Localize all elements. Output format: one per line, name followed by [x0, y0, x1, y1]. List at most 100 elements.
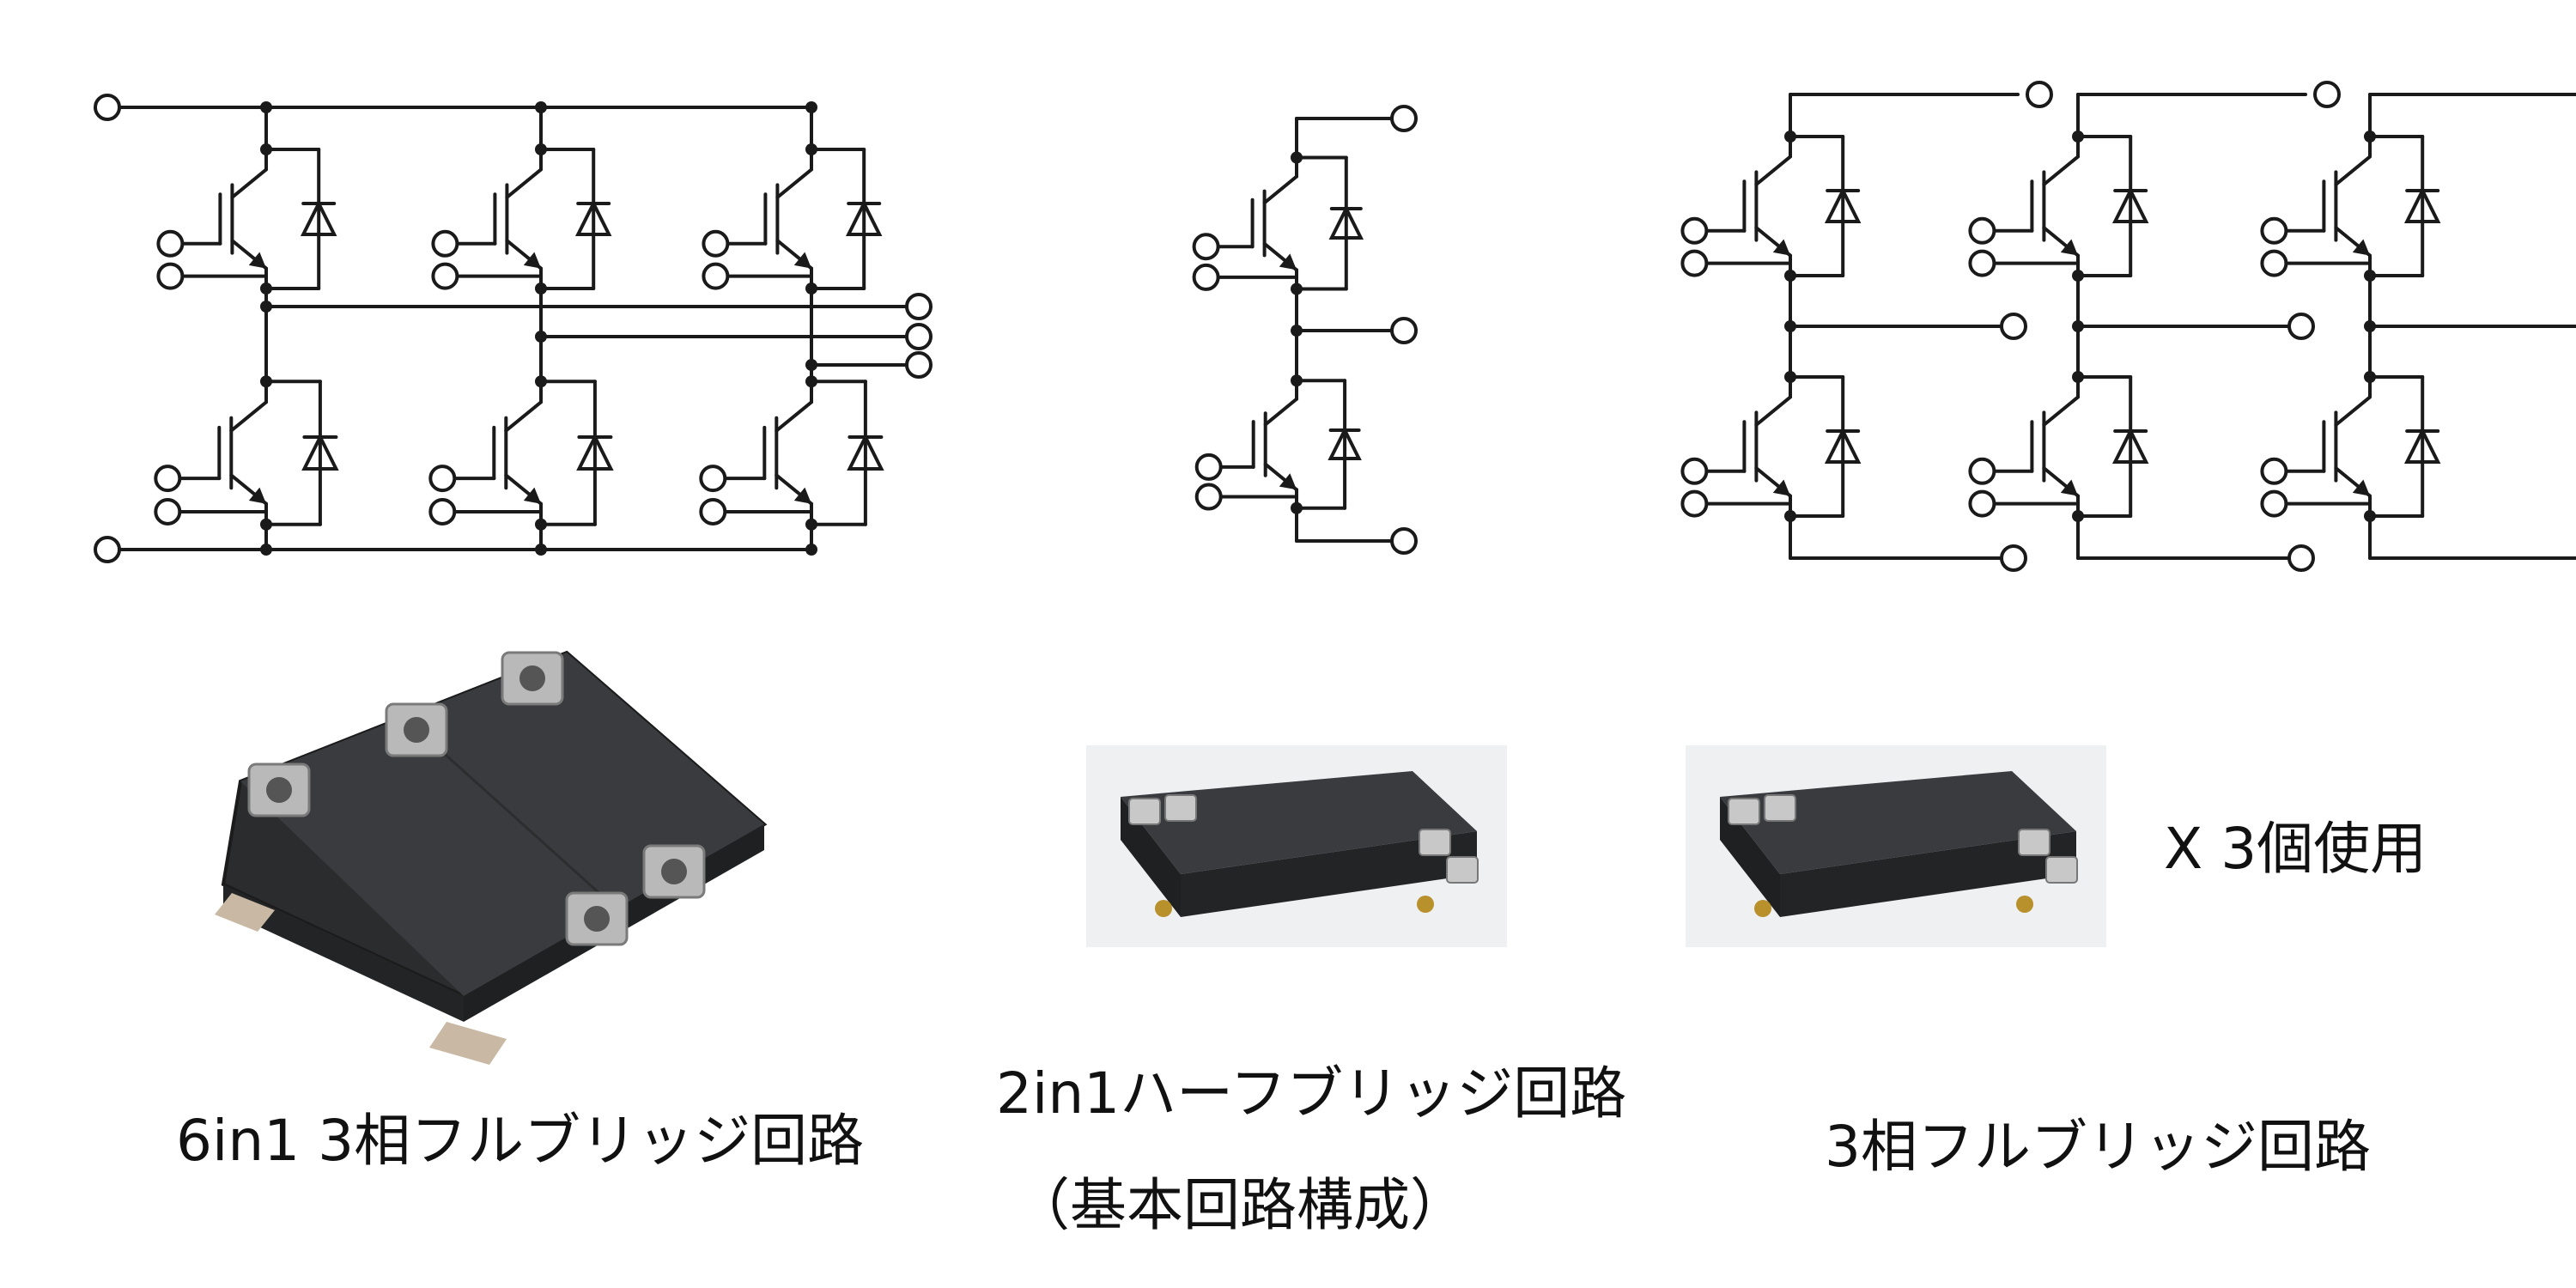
igbt-diode-cell	[431, 140, 612, 298]
terminal-circle	[1968, 457, 1996, 485]
terminal-circle	[2313, 81, 2341, 108]
terminal-circle	[905, 323, 933, 350]
junction-dot	[1784, 371, 1796, 383]
junction-dot	[805, 359, 817, 371]
terminal-circle	[1680, 457, 1709, 485]
junction-dot	[535, 331, 547, 343]
terminal-circle	[94, 536, 121, 563]
igbt-diode-cell	[1194, 372, 1362, 517]
terminal-circle	[2260, 216, 2288, 245]
junction-dot	[535, 544, 547, 556]
igbt-diode-cell	[2260, 368, 2441, 526]
terminal-circle	[905, 293, 933, 320]
terminal-circle	[1680, 489, 1709, 518]
junction-dot	[260, 375, 272, 388]
igbt-diode-cell	[699, 372, 884, 534]
schematic-3phase-leg	[1784, 81, 2053, 572]
terminal-circle	[702, 229, 730, 258]
terminal-circle	[702, 262, 730, 290]
junction-dot	[1784, 131, 1796, 143]
igbt-diode-cell	[2260, 127, 2441, 285]
junction-dot	[2072, 371, 2084, 383]
terminal-circle	[1968, 249, 1996, 277]
terminal-circle	[154, 465, 182, 493]
terminal-circle	[699, 465, 727, 493]
igbt-diode-cell	[1680, 127, 1862, 285]
junction-dot	[2072, 131, 2084, 143]
junction-dot	[805, 101, 817, 113]
junction-dot	[2364, 131, 2376, 143]
junction-dot	[1291, 151, 1303, 164]
igbt-diode-cell	[702, 140, 883, 298]
junction-dot	[2364, 320, 2376, 332]
junction-dot	[1784, 270, 1796, 282]
junction-dot	[260, 301, 272, 313]
terminal-circle	[2000, 544, 2027, 572]
schematic-3phase-leg	[2364, 93, 2576, 560]
junction-dot	[1291, 374, 1303, 387]
terminal-circle	[1192, 233, 1220, 261]
igbt-diode-cell	[1192, 149, 1364, 298]
caption-times-three: X 3個使用	[2164, 816, 2427, 882]
junction-dot	[2072, 320, 2084, 332]
caption-3phase: 3相フルブリッジ回路	[1825, 1114, 2371, 1180]
terminal-circle	[94, 94, 121, 121]
igbt-diode-cell	[1680, 368, 1862, 526]
terminal-circle	[1680, 216, 1709, 245]
igbt-diode-cell	[1968, 127, 2149, 285]
igbt-diode-cell	[428, 372, 614, 534]
caption-2in1-line1: 2in1ハーフブリッジ回路	[996, 1060, 1627, 1127]
terminal-circle	[1194, 453, 1223, 481]
junction-dot	[2072, 270, 2084, 282]
module-photo-6in1	[206, 635, 807, 1065]
junction-dot	[535, 101, 547, 113]
terminal-circle	[156, 229, 185, 258]
schematic-6in1	[94, 94, 933, 563]
terminal-circle	[905, 351, 933, 379]
terminal-circle	[431, 262, 459, 290]
junction-dot	[805, 518, 817, 531]
junction-dot	[2364, 371, 2376, 383]
terminal-circle	[2026, 81, 2053, 108]
terminal-circle	[154, 497, 182, 526]
igbt-diode-cell	[156, 140, 337, 298]
junction-dot	[260, 518, 272, 531]
junction-dot	[1291, 325, 1303, 337]
terminal-circle	[2287, 313, 2315, 340]
terminal-circle	[2287, 544, 2315, 572]
junction-dot	[2072, 510, 2084, 522]
terminal-circle	[156, 262, 185, 290]
terminal-circle	[1680, 249, 1709, 277]
terminal-circle	[699, 497, 727, 526]
junction-dot	[260, 283, 272, 295]
junction-dot	[805, 143, 817, 155]
module-photo-3phase	[1686, 745, 2106, 947]
junction-dot	[1784, 510, 1796, 522]
igbt-diode-cell	[154, 372, 339, 534]
junction-dot	[805, 283, 817, 295]
junction-dot	[535, 283, 547, 295]
junction-dot	[805, 375, 817, 388]
junction-dot	[1291, 283, 1303, 295]
terminal-circle	[1192, 263, 1220, 291]
schematic-2in1	[1291, 105, 1418, 555]
terminal-circle	[1390, 527, 1418, 555]
igbt-diode-cell	[1968, 368, 2149, 526]
junction-dot	[260, 544, 272, 556]
terminal-circle	[1968, 216, 1996, 245]
terminal-circle	[428, 497, 457, 526]
junction-dot	[1784, 320, 1796, 332]
terminal-circle	[1390, 317, 1418, 344]
junction-dot	[2364, 270, 2376, 282]
terminal-circle	[2260, 489, 2288, 518]
junction-dot	[2364, 510, 2376, 522]
terminal-circle	[1968, 489, 1996, 518]
terminal-circle	[2000, 313, 2027, 340]
schematic-3phase-leg	[2072, 81, 2341, 572]
junction-dot	[260, 101, 272, 113]
terminal-circle	[1390, 105, 1418, 132]
terminal-circle	[431, 229, 459, 258]
terminal-circle	[1194, 483, 1223, 511]
